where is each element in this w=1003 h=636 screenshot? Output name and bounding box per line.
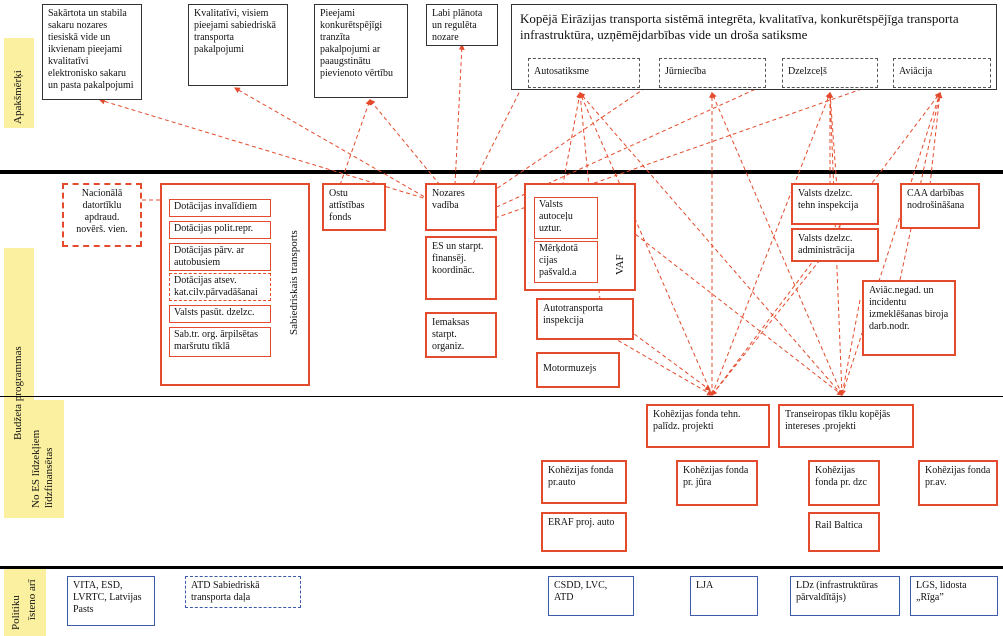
policy-lja: LJA	[690, 576, 758, 616]
budget-ostu: Ostu attīstības fonds	[322, 183, 386, 231]
sab-item-0: Dotācijas invalīdiem	[169, 199, 271, 217]
arrow-ten-jur	[711, 91, 843, 396]
policy-ldz: LDz (infrastruktūras pārvaldītājs)	[790, 576, 900, 616]
arrow-ten-avi	[841, 91, 942, 396]
arrow-aviinc-avi	[899, 91, 942, 281]
arrow-caa-avi	[929, 91, 943, 186]
eu-koh-dzc: Kohēzijas fonda pr. dzc	[808, 460, 880, 506]
arrow-noz-g4	[454, 43, 465, 186]
budget-avi: Aviāc.negad. un incidentu izmeklēšanas b…	[862, 280, 956, 356]
goal-telecom: Sakārtota un stabila sakaru nozares ties…	[42, 4, 142, 100]
sab-item-2: Dotācijas pārv. ar autobusiem	[169, 243, 271, 271]
goal-public-transport: Kvalitatīvi, visiem pieejami sabiedriskā…	[188, 4, 288, 86]
subgoal-auto: Autosatiksme	[528, 58, 640, 88]
goal-main-text: Kopējā Eirāzijas transporta sistēmā inte…	[520, 11, 959, 42]
arrow-noz-g3	[369, 99, 441, 186]
line-avi-ten	[839, 299, 861, 397]
arrow-kt-dzc	[711, 91, 832, 396]
sab-item-1: Dotācijas polit.repr.	[169, 221, 271, 239]
arrow-noz-g2	[233, 87, 431, 201]
budget-vda: Valsts dzelzc. administrācija	[791, 228, 879, 262]
eu-koh-teh: Kohēzijas fonda tehn. palīdz. projekti	[646, 404, 770, 448]
budget-atd: Autotransporta inspekcija	[536, 298, 634, 340]
goal-regulated: Labi plānota un regulēta nozare	[426, 4, 498, 46]
vaf-item-0: Valsts autoceļu uztur.	[534, 197, 598, 239]
eu-eraf: ERAF proj. auto	[541, 512, 627, 552]
budget-sab-transport: Sabiedriskais transports Dotācijas inval…	[160, 183, 310, 386]
sab-item-3: Dotācijas atsev. kat.cilv.pārvadāšanai	[169, 273, 271, 301]
sab-transport-title: Sabiedriskais transports	[288, 230, 300, 335]
sab-item-5: Sab.tr. org. ārpilsētas maršrutu tīklā	[169, 327, 271, 357]
band-goals	[4, 38, 34, 128]
budget-iemaksas: Iemaksas starpt. organiz.	[425, 312, 497, 358]
separator-goals	[0, 170, 1003, 174]
eu-koh-jura: Kohēzijas fonda pr. jūra	[676, 460, 758, 506]
budget-nac: Nacionālā datortīklu apdraud. novērš. vi…	[62, 183, 142, 247]
subgoal-dzelzc: Dzelzceļš	[782, 58, 878, 88]
goal-transit: Pieejami konkurētspējīgi tranzīta pakalp…	[314, 4, 408, 98]
eu-koh-av: Kohēzijas fonda pr.av.	[918, 460, 998, 506]
arrow-ten-auto	[579, 92, 843, 396]
vaf-item-1: Mērķdotā cijas pašvald.a	[534, 241, 598, 283]
eu-koh-auto: Kohēzijas fonda pr.auto	[541, 460, 627, 504]
eu-ten: Transeiropas tīklu kopējās intereses .pr…	[778, 404, 914, 448]
budget-motor: Motormuzejs	[536, 352, 620, 388]
budget-es: ES un starpt. finansēj. koordināc.	[425, 236, 497, 300]
budget-caa: CAA darbības nodrošināšana	[900, 183, 980, 229]
separator-eu	[0, 396, 1003, 397]
vaf-title: VAF	[614, 254, 626, 275]
budget-nozares: Nozares vadība	[425, 183, 497, 231]
policy-vita: VITA, ESD, LVRTC, Latvijas Pasts	[67, 576, 155, 626]
sab-item-4: Valsts pasūt. dzelzc.	[169, 305, 271, 323]
band-policy	[4, 568, 46, 636]
subgoal-aviac: Aviācija	[893, 58, 991, 88]
band-budget	[4, 248, 34, 400]
line-vda-kt	[711, 259, 821, 396]
policy-csdd: CSDD, LVC, ATD	[548, 576, 634, 616]
subgoal-jurniec: Jūrniecība	[659, 58, 766, 88]
arrow-noz-auto	[469, 73, 529, 191]
band-eu	[4, 400, 64, 518]
policy-atd: ATD Sabiedriskā transporta daļa	[185, 576, 301, 608]
line-vaf-ten	[629, 229, 843, 396]
budget-vdi: Valsts dzelzc. tehn inspekcija	[791, 183, 879, 225]
line-bp-kt	[599, 329, 714, 396]
eu-rail: Rail Baltica	[808, 512, 880, 552]
budget-vaf: VAF Valsts autoceļu uztur. Mērķdotā cija…	[524, 183, 636, 291]
policy-lgs: LGS, lidosta „Rīga”	[910, 576, 998, 616]
separator-policy	[0, 566, 1003, 569]
arrow-ten-dzc	[827, 91, 843, 396]
arrow-kt-auto	[579, 91, 713, 396]
arrow-noz-jur	[479, 77, 661, 201]
arrow-ostu-g3	[339, 98, 372, 186]
